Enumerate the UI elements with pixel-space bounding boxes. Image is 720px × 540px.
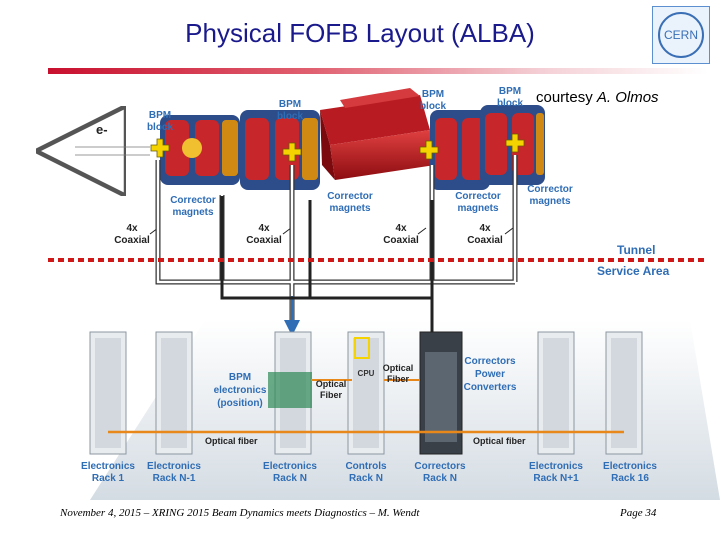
optical-fiber-label-right: Optical fiber — [473, 436, 526, 446]
page-title: Physical FOFB Layout (ALBA) — [185, 18, 535, 48]
svg-text:electronics: electronics — [214, 385, 267, 396]
bpm-block-marker — [282, 142, 302, 162]
rack-label: Electronics — [263, 461, 317, 472]
magnet-cluster-1 — [160, 115, 240, 185]
bpm-block-marker — [419, 140, 439, 160]
rack-electronics-n-1 — [155, 331, 193, 455]
rack-label: Electronics — [81, 461, 135, 472]
bpm-block-label: block — [277, 111, 304, 122]
svg-text:Correctors: Correctors — [464, 356, 516, 367]
svg-text:BPM: BPM — [229, 372, 251, 383]
coaxial-label: 4x — [258, 223, 270, 234]
coaxial-label: 4x — [395, 223, 407, 234]
rack-label: Rack 16 — [611, 473, 649, 484]
bpm-block-label: BPM — [422, 89, 444, 100]
corrector-power-converters-label: Correctors Power Converters — [464, 356, 517, 393]
rack-label: Electronics — [603, 461, 657, 472]
rack-electronics-1 — [89, 331, 127, 455]
optical-fiber-label-top: Optical — [383, 363, 414, 373]
page-number: Page 34 — [620, 507, 657, 519]
rack-label: Electronics — [529, 461, 583, 472]
corrector-magnets-label: Corrector — [527, 184, 573, 195]
bpm-electronics-label: BPM electronics (position) — [214, 372, 267, 409]
service-area-label: Service Area — [597, 264, 670, 278]
credit-prefix: courtesy — [536, 89, 593, 106]
optical-fiber-label-mid: Optical — [316, 379, 347, 389]
tunnel-label: Tunnel — [617, 243, 655, 257]
rack-label: Controls — [345, 461, 387, 472]
corrector-magnets-label: magnets — [529, 196, 571, 207]
rack-correctors-n — [419, 331, 463, 455]
corrector-magnets-label: Corrector — [327, 191, 373, 202]
bpm-block-label: BPM — [149, 110, 171, 121]
coaxial-label: Coaxial — [114, 235, 150, 246]
dipole-magnet — [320, 88, 435, 180]
rack-label: Rack N-1 — [153, 473, 196, 484]
bpm-block-label: BPM — [279, 99, 301, 110]
bpm-block-label: BPM — [499, 86, 521, 97]
rack-label: Rack N+1 — [533, 473, 579, 484]
coaxial-label: Coaxial — [467, 235, 503, 246]
cpu-label: CPU — [358, 369, 375, 378]
bpm-block-label: block — [420, 101, 447, 112]
coaxial-label: 4x — [479, 223, 491, 234]
rack-electronics-n+1 — [537, 331, 575, 455]
corrector-return-cable — [220, 196, 434, 332]
bpm-block-marker — [505, 133, 525, 153]
corrector-magnets-label: Corrector — [170, 195, 216, 206]
rack-label: Rack N — [349, 473, 383, 484]
bpm-block-label: block — [497, 98, 524, 109]
bpm-block-marker — [150, 138, 170, 158]
credit: courtesy A. Olmos — [536, 89, 659, 106]
credit-author: A. Olmos — [596, 89, 659, 106]
rack-label: Correctors — [414, 461, 466, 472]
svg-text:Power: Power — [475, 369, 505, 380]
logo-text: CERN — [664, 28, 698, 42]
magnet-cluster-3 — [430, 110, 490, 190]
optical-fiber-label-left: Optical fiber — [205, 436, 258, 446]
corrector-magnets-label: magnets — [457, 203, 499, 214]
cern-logo: CERN — [652, 6, 710, 64]
coaxial-label: 4x — [126, 223, 138, 234]
rack-label: Electronics — [147, 461, 201, 472]
title-divider — [48, 68, 708, 74]
rack-controls-n: CPU — [347, 331, 385, 455]
coaxial-label: Coaxial — [246, 235, 282, 246]
rack-electronics-16 — [605, 331, 643, 455]
bpm-block-label: block — [147, 122, 174, 133]
rack-label: Rack 1 — [92, 473, 125, 484]
coaxial-label: Coaxial — [383, 235, 419, 246]
corrector-magnets-label: magnets — [172, 207, 214, 218]
footer-text: November 4, 2015 – XRING 2015 Beam Dynam… — [60, 507, 420, 519]
svg-text:(position): (position) — [217, 398, 263, 409]
corrector-magnets-label: Corrector — [455, 191, 501, 202]
corrector-magnets-label: magnets — [329, 203, 371, 214]
rack-label: Rack N — [423, 473, 457, 484]
beam-label: e- — [96, 122, 108, 137]
optical-fiber-label-top: Fiber — [387, 374, 410, 384]
optical-fiber-label-mid: Fiber — [320, 390, 343, 400]
svg-text:Converters: Converters — [464, 382, 517, 393]
magnet-cluster-2 — [240, 110, 320, 190]
rack-electronics-n — [268, 331, 312, 455]
rack-label: Rack N — [273, 473, 307, 484]
